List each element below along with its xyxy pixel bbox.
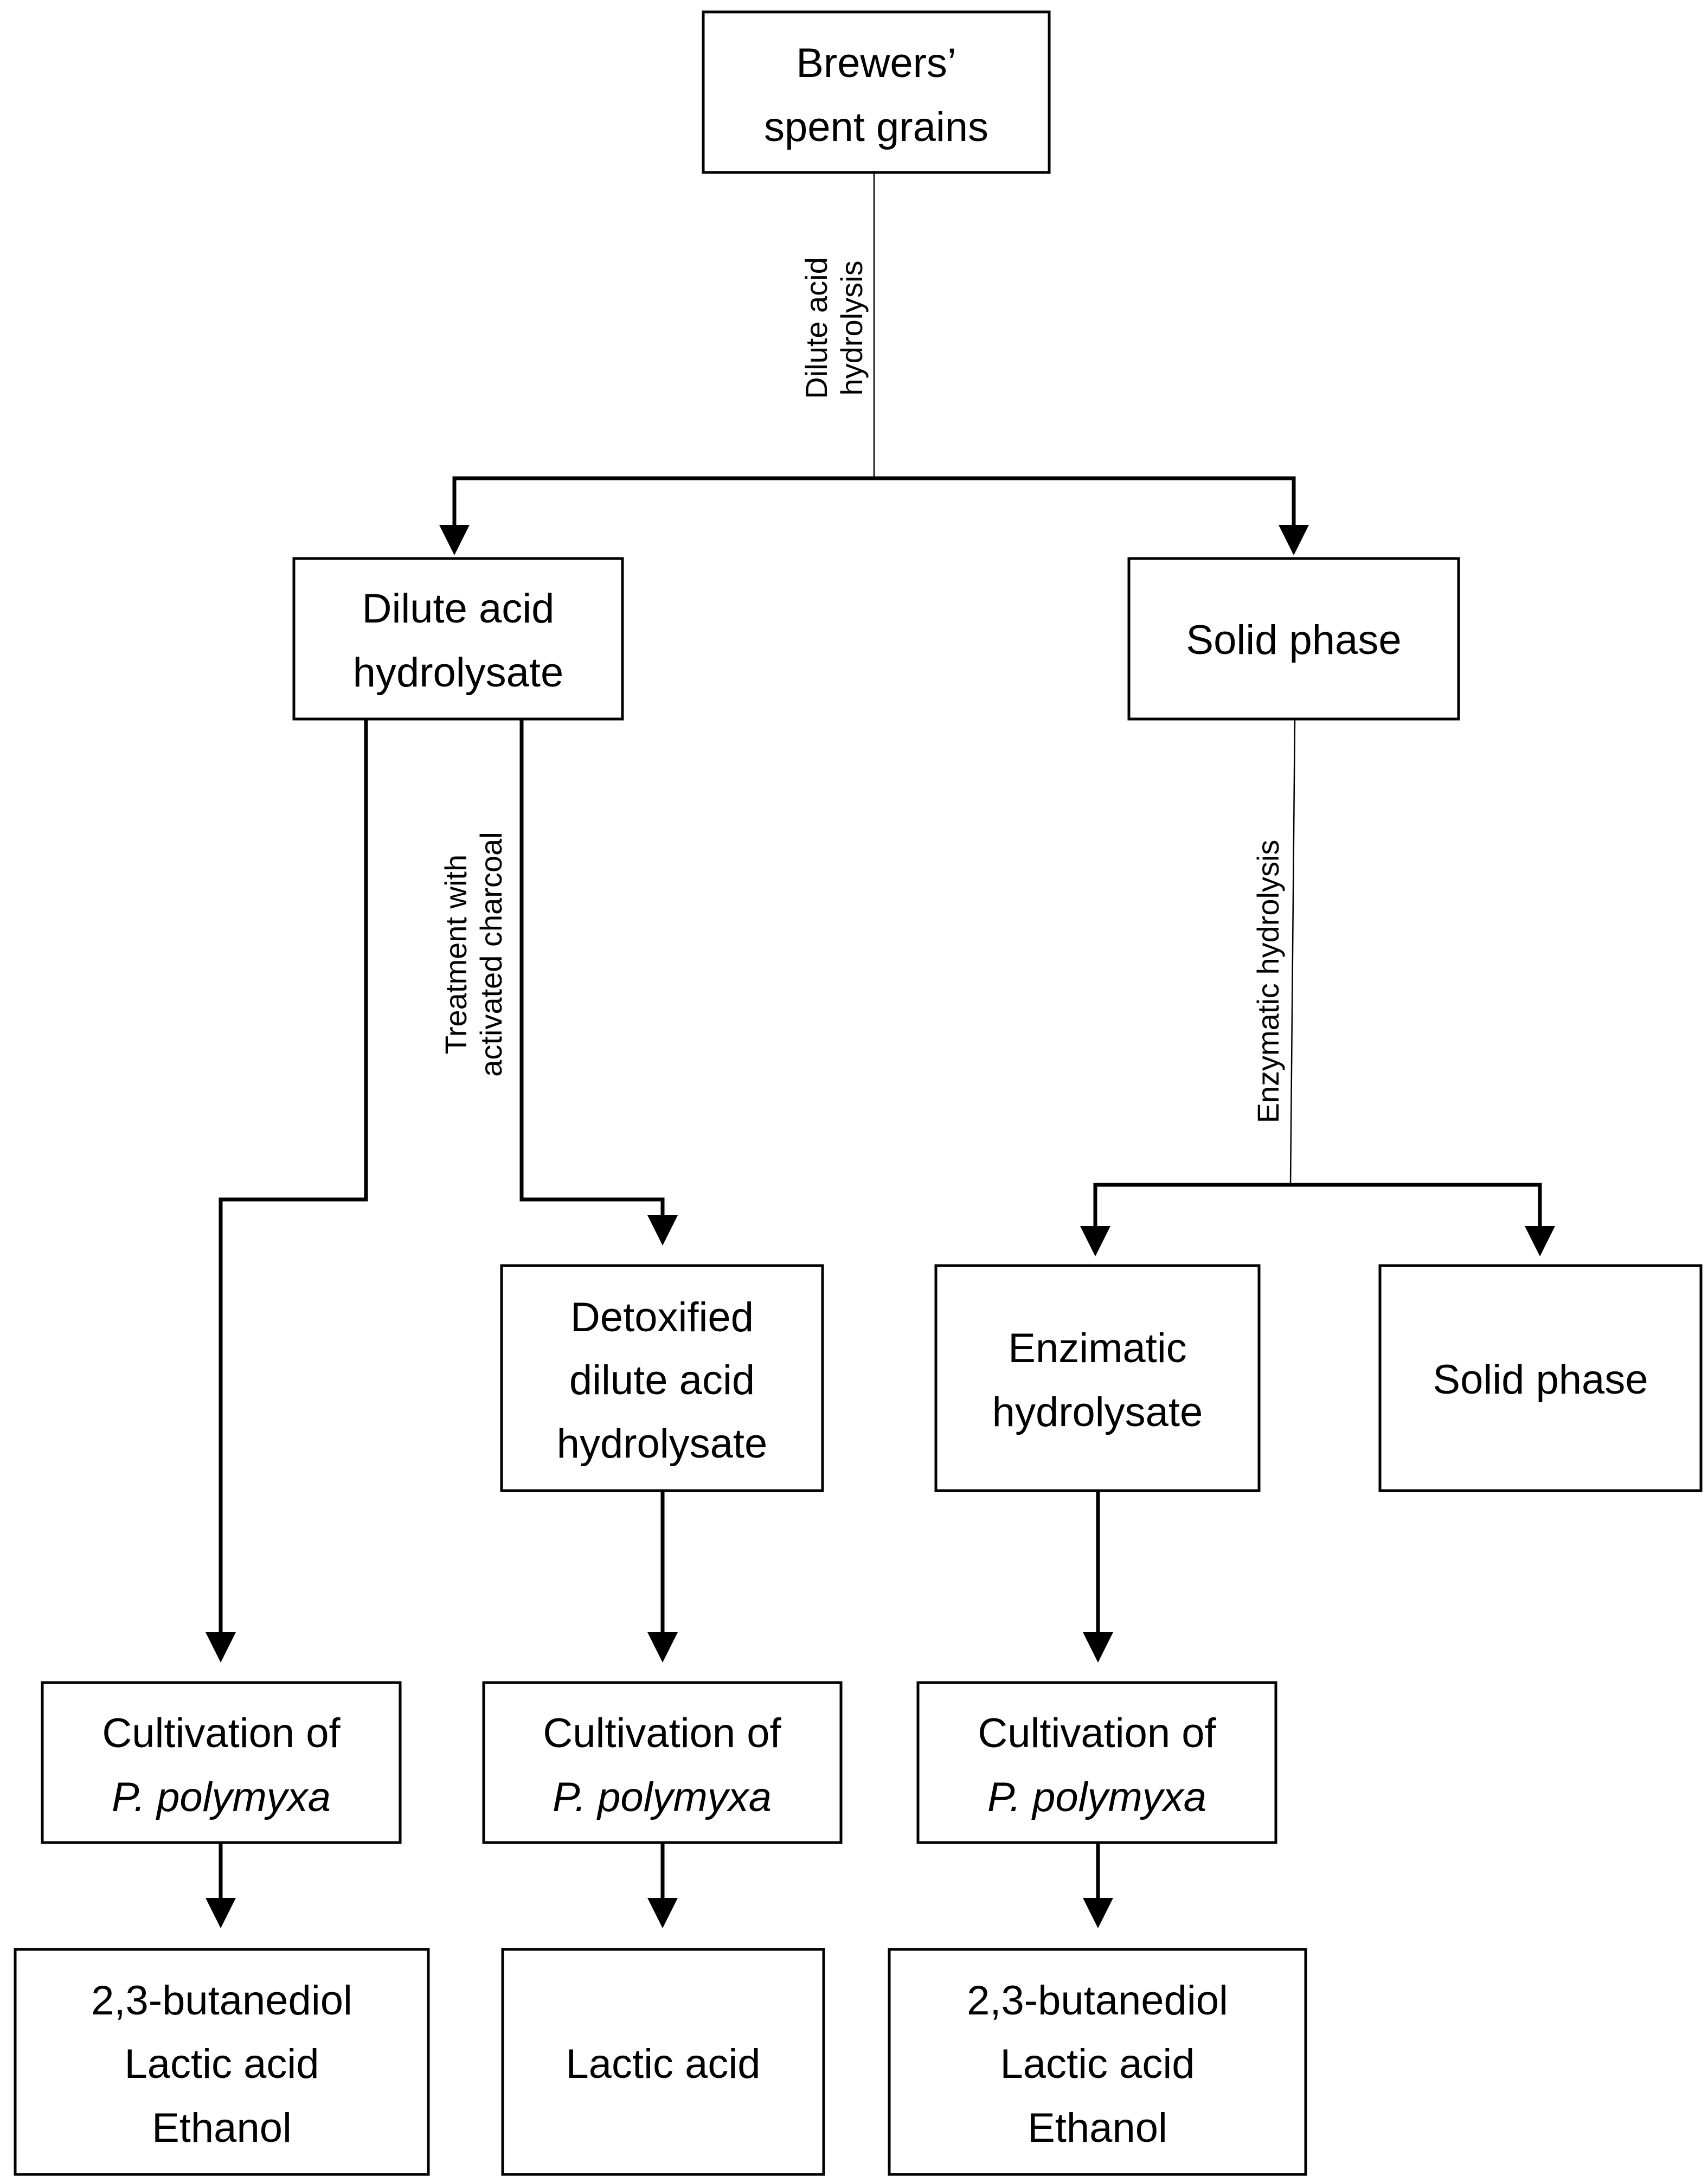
edge-solid1-trunk [1289, 718, 1296, 1185]
node-line: hydrolysate [353, 650, 564, 696]
node-line-organism: P. polymyxa [112, 1774, 331, 1820]
node-solid-phase-1: Solid phase [1127, 557, 1460, 721]
label-enzymatic-hydrolysis: Enzymatic hydrolysis [1251, 840, 1285, 1124]
label-dilute-acid-hydrolysis: Dilute acid hydrolysis [799, 257, 869, 399]
node-products-1: 2,3-butanediol Lactic acid Ethanol [14, 1948, 430, 2176]
node-line: Dilute acid [362, 586, 555, 632]
node-line: Lactic acid [124, 2041, 319, 2087]
node-products-2: Lactic acid [501, 1948, 825, 2176]
node-cultivation-3: Cultivation of P. polymyxa [916, 1681, 1277, 1844]
node-line: Lactic acid [1000, 2041, 1195, 2087]
node-line: Solid phase [1186, 617, 1401, 663]
node-line: Cultivation of [978, 1710, 1216, 1756]
node-line: Lactic acid [566, 2041, 760, 2087]
edge-split-bsg [452, 476, 1296, 544]
node-line-organism: P. polymyxa [553, 1774, 772, 1820]
node-line: Ethanol [152, 2105, 292, 2151]
node-line: hydrolysate [557, 1421, 768, 1467]
label-line: Dilute acid [799, 257, 833, 399]
connectors [206, 172, 1555, 1928]
node-line: Detoxified [570, 1294, 754, 1340]
label-line: activated charcoal [474, 832, 508, 1076]
node-enzimatic-hydrolysate: Enzimatic hydrolysate [934, 1264, 1261, 1492]
node-line: Cultivation of [102, 1710, 341, 1756]
label-line: hydrolysis [834, 261, 869, 396]
node-dilute-acid-hydrolysate: Dilute acid hydrolysate [292, 557, 624, 721]
node-line: 2,3-butanediol [967, 1978, 1228, 2024]
edge-split-solid1 [1093, 1183, 1542, 1247]
label-activated-charcoal: Treatment with activated charcoal [439, 832, 508, 1076]
node-brewers-spent-grains: Brewers’ spent grains [702, 10, 1051, 174]
node-line: Brewers’ [796, 40, 956, 86]
edge-dah-to-detox [519, 718, 665, 1236]
node-cultivation-2: Cultivation of P. polymyxa [482, 1681, 843, 1844]
node-line: 2,3-butanediol [91, 1978, 352, 2024]
node-line: hydrolysate [992, 1389, 1203, 1435]
node-products-3: 2,3-butanediol Lactic acid Ethanol [888, 1948, 1307, 2176]
node-line-organism: P. polymyxa [987, 1774, 1206, 1820]
node-line: spent grains [764, 104, 988, 150]
node-line: Cultivation of [543, 1710, 781, 1756]
label-line: Treatment with [439, 855, 473, 1054]
node-detoxified-hydrolysate: Detoxified dilute acid hydrolysate [500, 1264, 824, 1492]
node-line: Solid phase [1433, 1357, 1648, 1403]
node-line: Ethanol [1028, 2105, 1167, 2151]
label-line: Enzymatic hydrolysis [1251, 840, 1285, 1124]
node-line: dilute acid [569, 1357, 755, 1403]
node-line: Enzimatic [1008, 1325, 1186, 1371]
node-solid-phase-2: Solid phase [1378, 1264, 1703, 1492]
node-cultivation-1: Cultivation of P. polymyxa [41, 1681, 402, 1844]
edge-dah-to-cult1 [219, 718, 368, 1654]
